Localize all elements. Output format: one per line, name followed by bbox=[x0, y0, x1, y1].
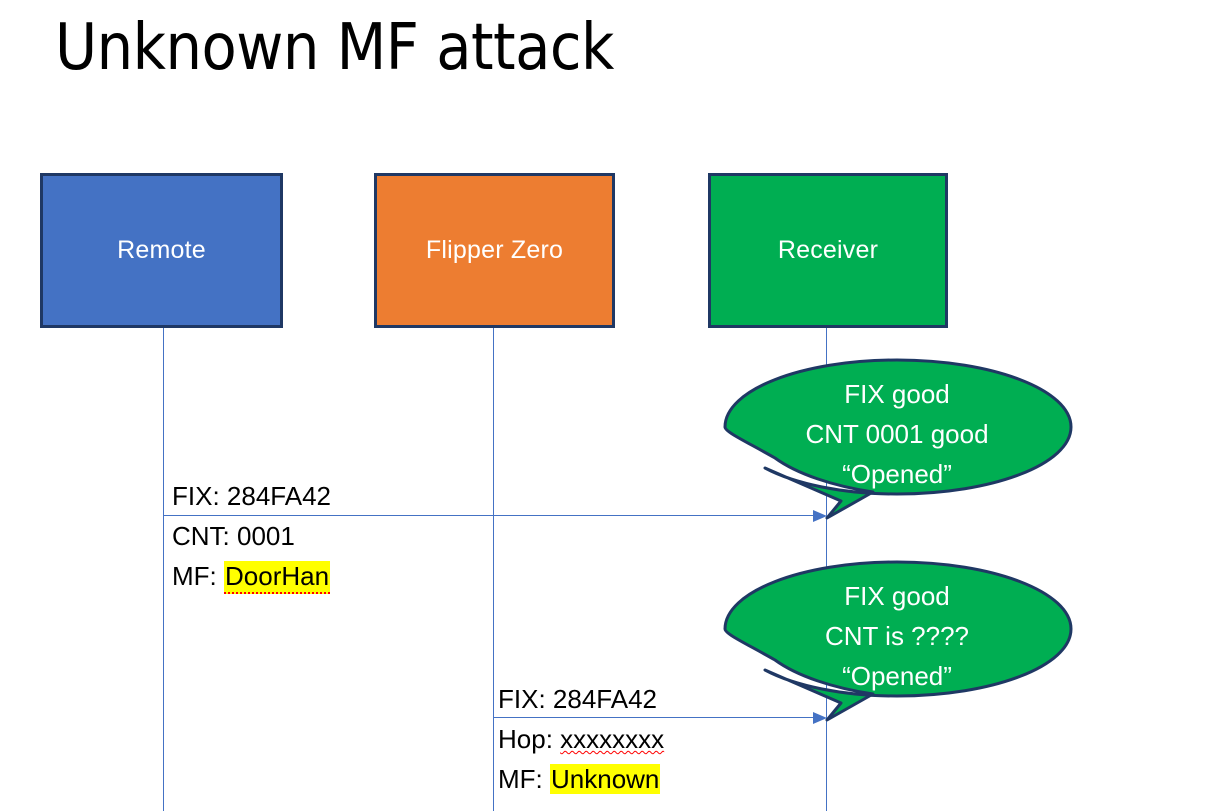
message-2-hop: Hop: xxxxxxxx bbox=[498, 719, 664, 759]
message-2-fix: FIX: 284FA42 bbox=[498, 684, 657, 714]
callout-bubble-2[interactable]: FIX good CNT is ???? “Opened” bbox=[723, 560, 1075, 725]
callout-bubble-1[interactable]: FIX good CNT 0001 good “Opened” bbox=[723, 358, 1075, 523]
page-title: Unknown MF attack bbox=[55, 11, 614, 85]
message-1-mf-value: DoorHan bbox=[224, 561, 331, 594]
message-2-label-below: Hop: xxxxxxxx MF: Unknown bbox=[498, 719, 664, 799]
arrow-shaft bbox=[163, 515, 813, 516]
message-2-mf: MF: Unknown bbox=[498, 759, 664, 799]
message-1-mf: MF: DoorHan bbox=[172, 556, 331, 596]
message-1-label-above: FIX: 284FA42 bbox=[172, 476, 331, 516]
lifeline-remote bbox=[163, 328, 164, 811]
arrowhead-icon bbox=[813, 510, 827, 522]
lifeline-flipper bbox=[493, 328, 494, 811]
arrowhead-icon bbox=[813, 712, 827, 724]
message-1-mf-prefix: MF: bbox=[172, 561, 224, 591]
actor-box-flipper[interactable]: Flipper Zero bbox=[374, 173, 615, 328]
message-2-mf-value: Unknown bbox=[550, 764, 661, 794]
message-2-label-above: FIX: 284FA42 bbox=[498, 679, 657, 719]
message-2-mf-prefix: MF: bbox=[498, 764, 550, 794]
message-2-hop-prefix: Hop: bbox=[498, 724, 561, 754]
message-arrow-remote-to-receiver bbox=[163, 510, 827, 522]
actor-label-remote: Remote bbox=[117, 236, 206, 264]
message-arrow-flipper-to-receiver bbox=[493, 712, 827, 724]
callout-shape-1-icon bbox=[723, 358, 1073, 520]
message-2-hop-value: xxxxxxxx bbox=[560, 724, 665, 754]
actor-box-remote[interactable]: Remote bbox=[40, 173, 283, 328]
arrow-shaft bbox=[493, 717, 813, 718]
message-1-fix: FIX: 284FA42 bbox=[172, 481, 331, 511]
actor-label-flipper: Flipper Zero bbox=[425, 236, 564, 264]
actor-label-receiver: Receiver bbox=[777, 236, 879, 264]
message-1-cnt: CNT: 0001 bbox=[172, 521, 295, 551]
callout-shape-2-icon bbox=[723, 560, 1073, 722]
message-1-label-below: CNT: 0001 MF: DoorHan bbox=[172, 516, 331, 596]
actor-box-receiver[interactable]: Receiver bbox=[708, 173, 948, 328]
